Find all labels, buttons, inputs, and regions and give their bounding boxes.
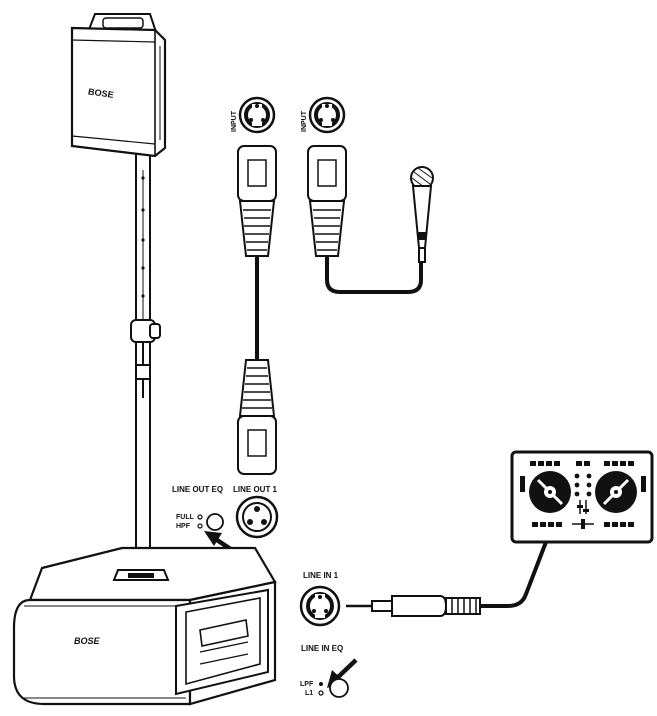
subwoofer: BOSE bbox=[12, 546, 277, 706]
line-out-eq-label: LINE OUT EQ bbox=[172, 485, 223, 494]
line-in-jack-label: LINE IN 1 bbox=[303, 571, 339, 580]
line-out-eq-option-hpf: HPF bbox=[176, 523, 191, 530]
line-out-eq-full-led bbox=[197, 514, 203, 520]
line-in-eq-option-lpf: LPF bbox=[300, 681, 314, 688]
line-in-cable bbox=[480, 541, 548, 608]
speaker-input-1: INPUT bbox=[231, 96, 276, 134]
line-out-jack-label: LINE OUT 1 bbox=[233, 485, 278, 494]
line-in-eq-label: LINE IN EQ bbox=[301, 644, 343, 653]
microphone-icon bbox=[410, 166, 434, 263]
speaker-input-2: INPUT bbox=[301, 96, 346, 134]
speaker-brand: BOSE bbox=[88, 86, 114, 100]
speaker-top: BOSE bbox=[70, 13, 167, 158]
xlr-cable-top-connector bbox=[237, 145, 277, 257]
line-in-eq-option-l1: L1 bbox=[305, 690, 313, 697]
speaker-stand bbox=[130, 151, 161, 573]
line-out-eq-hpf-led bbox=[197, 523, 203, 529]
quarter-inch-plug-icon bbox=[346, 595, 481, 617]
mic-xlr-connector bbox=[307, 145, 347, 257]
subwoofer-brand: BOSE bbox=[74, 636, 101, 646]
line-in-eq-l1-led bbox=[318, 690, 324, 696]
line-in-combo-jack bbox=[299, 585, 341, 627]
line-in-eq-button[interactable] bbox=[329, 678, 349, 698]
dj-controller-icon bbox=[510, 450, 654, 544]
line-out-eq-option-full: FULL bbox=[176, 514, 195, 521]
line-out-eq-button[interactable] bbox=[206, 513, 224, 531]
line-out-xlr-jack bbox=[235, 495, 279, 539]
speaker-input-2-label: INPUT bbox=[301, 110, 308, 132]
line-in-eq-lpf-led bbox=[319, 682, 323, 686]
xlr-cable-bottom-connector bbox=[237, 359, 277, 475]
mic-cable bbox=[325, 256, 423, 294]
speaker-input-1-label: INPUT bbox=[231, 110, 238, 132]
